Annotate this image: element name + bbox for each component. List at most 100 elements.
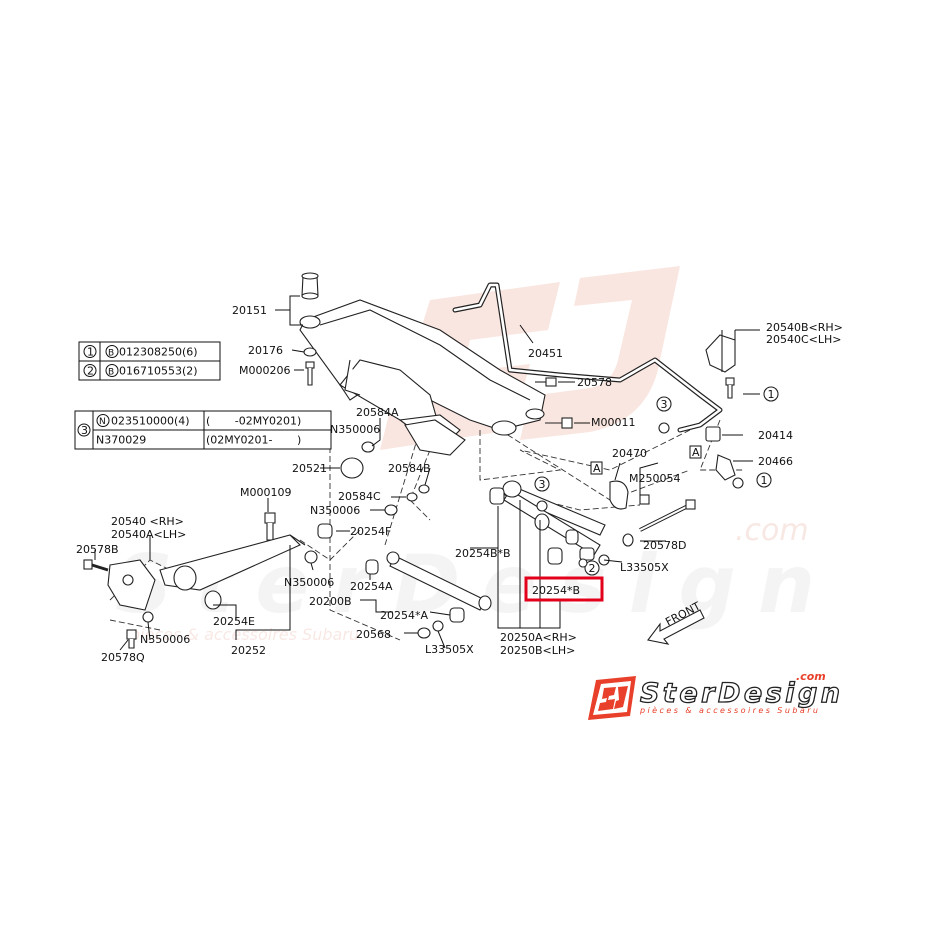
link-20470 [609, 480, 629, 510]
nut-20568 [417, 627, 431, 639]
label-20568: 20568 [356, 628, 391, 641]
front-arrow: FRONT [647, 599, 705, 645]
table1-row1-code: B [108, 349, 114, 359]
bolt-20578B [83, 559, 109, 572]
bolt-M00011 [545, 417, 573, 429]
table1-row2-code: B [108, 368, 114, 378]
nut-N350006-d [142, 611, 154, 623]
bushing-20414 [705, 426, 721, 442]
washer-20176 [303, 347, 317, 357]
table2-row1-part: 023510000(4) [111, 415, 190, 428]
bushing-20151 [301, 272, 319, 300]
label-20584C: 20584C [338, 490, 381, 503]
label-20578Q: 20578Q [101, 651, 145, 664]
callout-1b: 1 [761, 474, 768, 487]
nut-N350006-a [361, 441, 375, 453]
label-M000109: M000109 [240, 486, 291, 499]
bolt-20578 [535, 377, 557, 387]
label-20151: 20151 [232, 304, 267, 317]
label-20254F: 20254F [350, 525, 391, 538]
label-20254A: 20254A [350, 580, 393, 593]
bushing-20254A [365, 559, 379, 575]
label-20254starA: 20254*A [380, 609, 428, 622]
label-20578B: 20578B [76, 543, 119, 556]
logo-wordmark: SterDesign [640, 678, 840, 709]
bushing-20254F [317, 523, 333, 539]
highlighted-part: 20254*B [524, 576, 604, 602]
table2-num: 3 [81, 424, 88, 437]
part-labels: 20151 20176 M000206 20451 20578 20540B<R… [76, 304, 843, 664]
link-20466 [715, 454, 744, 489]
label-20540C: 20540C<LH> [766, 333, 842, 346]
bushing-20584B [418, 484, 430, 494]
leader-lines [94, 295, 760, 651]
box-a-markers: A A [590, 445, 702, 475]
table1-row2-value: 016710553(2) [119, 365, 198, 378]
table2-row1-range: ( -02MY0201) [206, 415, 301, 428]
table1-row1-value: 012308250(6) [119, 346, 198, 359]
table1-row2-num: 2 [87, 365, 94, 378]
bushing-20254Bb [489, 487, 505, 505]
bolt-M000109 [264, 512, 276, 541]
callout-3a: 3 [661, 398, 668, 411]
bolt-M000206 [305, 361, 315, 386]
box-a-2: A [692, 446, 700, 459]
stabilizer-bar-20451 [452, 282, 723, 433]
label-20254B-highlight: 20254*B [532, 584, 580, 597]
plug-20521 [340, 457, 364, 479]
label-20254E: 20254E [213, 615, 255, 628]
bushing-20254B [547, 547, 563, 565]
label-20470: 20470 [612, 447, 647, 460]
label-20521: 20521 [292, 462, 327, 475]
link-20200B [386, 551, 492, 611]
label-20414: 20414 [758, 429, 793, 442]
label-M250054: M250054 [629, 472, 680, 485]
logo-tagline: pièces & accessoires Subaru [639, 705, 818, 715]
fastener-table-2: 3 N 023510000(4) ( -02MY0201) N370029 (0… [74, 410, 332, 450]
label-N350006-b: N350006 [310, 504, 360, 517]
label-20540A-lh: 20540A<LH> [111, 528, 186, 541]
bracket-20584A [404, 419, 466, 456]
bolt-M250054 [639, 494, 650, 505]
logo-dotcom: .com [796, 670, 826, 683]
label-20200B: 20200B [309, 595, 352, 608]
label-L33505X-b: L33505X [425, 643, 474, 656]
label-20254Bb: 20254B*B [455, 547, 511, 560]
bolt-stab-bracket [725, 377, 735, 399]
callout-3b: 3 [539, 478, 546, 491]
label-20252: 20252 [231, 644, 266, 657]
callout-2: 2 [589, 562, 596, 575]
sterdesign-logo: SterDesign .com pièces & accessoires Sub… [588, 670, 841, 720]
bracket-20540B [705, 330, 736, 373]
watermark-tagline: pièces & accessoires Subaru [129, 625, 359, 644]
hub-bracket-20540 [107, 559, 156, 611]
label-N350006-a: N350006 [330, 423, 380, 436]
bolt-20578Q [126, 629, 137, 649]
label-N350006-d: N350006 [140, 633, 190, 646]
bolt-20578D [639, 499, 696, 532]
label-20584A: 20584A [356, 406, 399, 419]
table2-row1-code: N [99, 417, 106, 427]
box-a-1: A [593, 462, 601, 475]
bushing-20584C [406, 492, 418, 502]
fastener-table-1: 1 B 012308250(6) 2 B 016710553(2) [78, 341, 221, 381]
label-20451: 20451 [528, 347, 563, 360]
table2-row2-part: N370029 [96, 434, 146, 447]
washer-L33505X-a [622, 533, 634, 547]
table1-row1-num: 1 [87, 346, 94, 359]
table2-row2-range: (02MY0201- ) [206, 434, 301, 447]
nut-N350006-b [384, 504, 398, 516]
nut-N350006-c [304, 550, 318, 564]
label-M000206: M000206 [239, 364, 290, 377]
label-20540B: 20540B<RH> [766, 321, 843, 334]
callout-circles: 1 1 2 3 3 [534, 386, 779, 576]
crossmember-20151 [299, 299, 546, 441]
label-20176: 20176 [248, 344, 283, 357]
label-L33505X-a: L33505X [620, 561, 669, 574]
label-M00011: M00011 [591, 416, 635, 429]
label-20578: 20578 [577, 376, 612, 389]
watermark-dotcom: .com [735, 513, 809, 548]
label-20466: 20466 [758, 455, 793, 468]
label-20584B: 20584B [388, 462, 431, 475]
watermark: SterDesign .com pièces & accessoires Sub… [115, 266, 815, 644]
